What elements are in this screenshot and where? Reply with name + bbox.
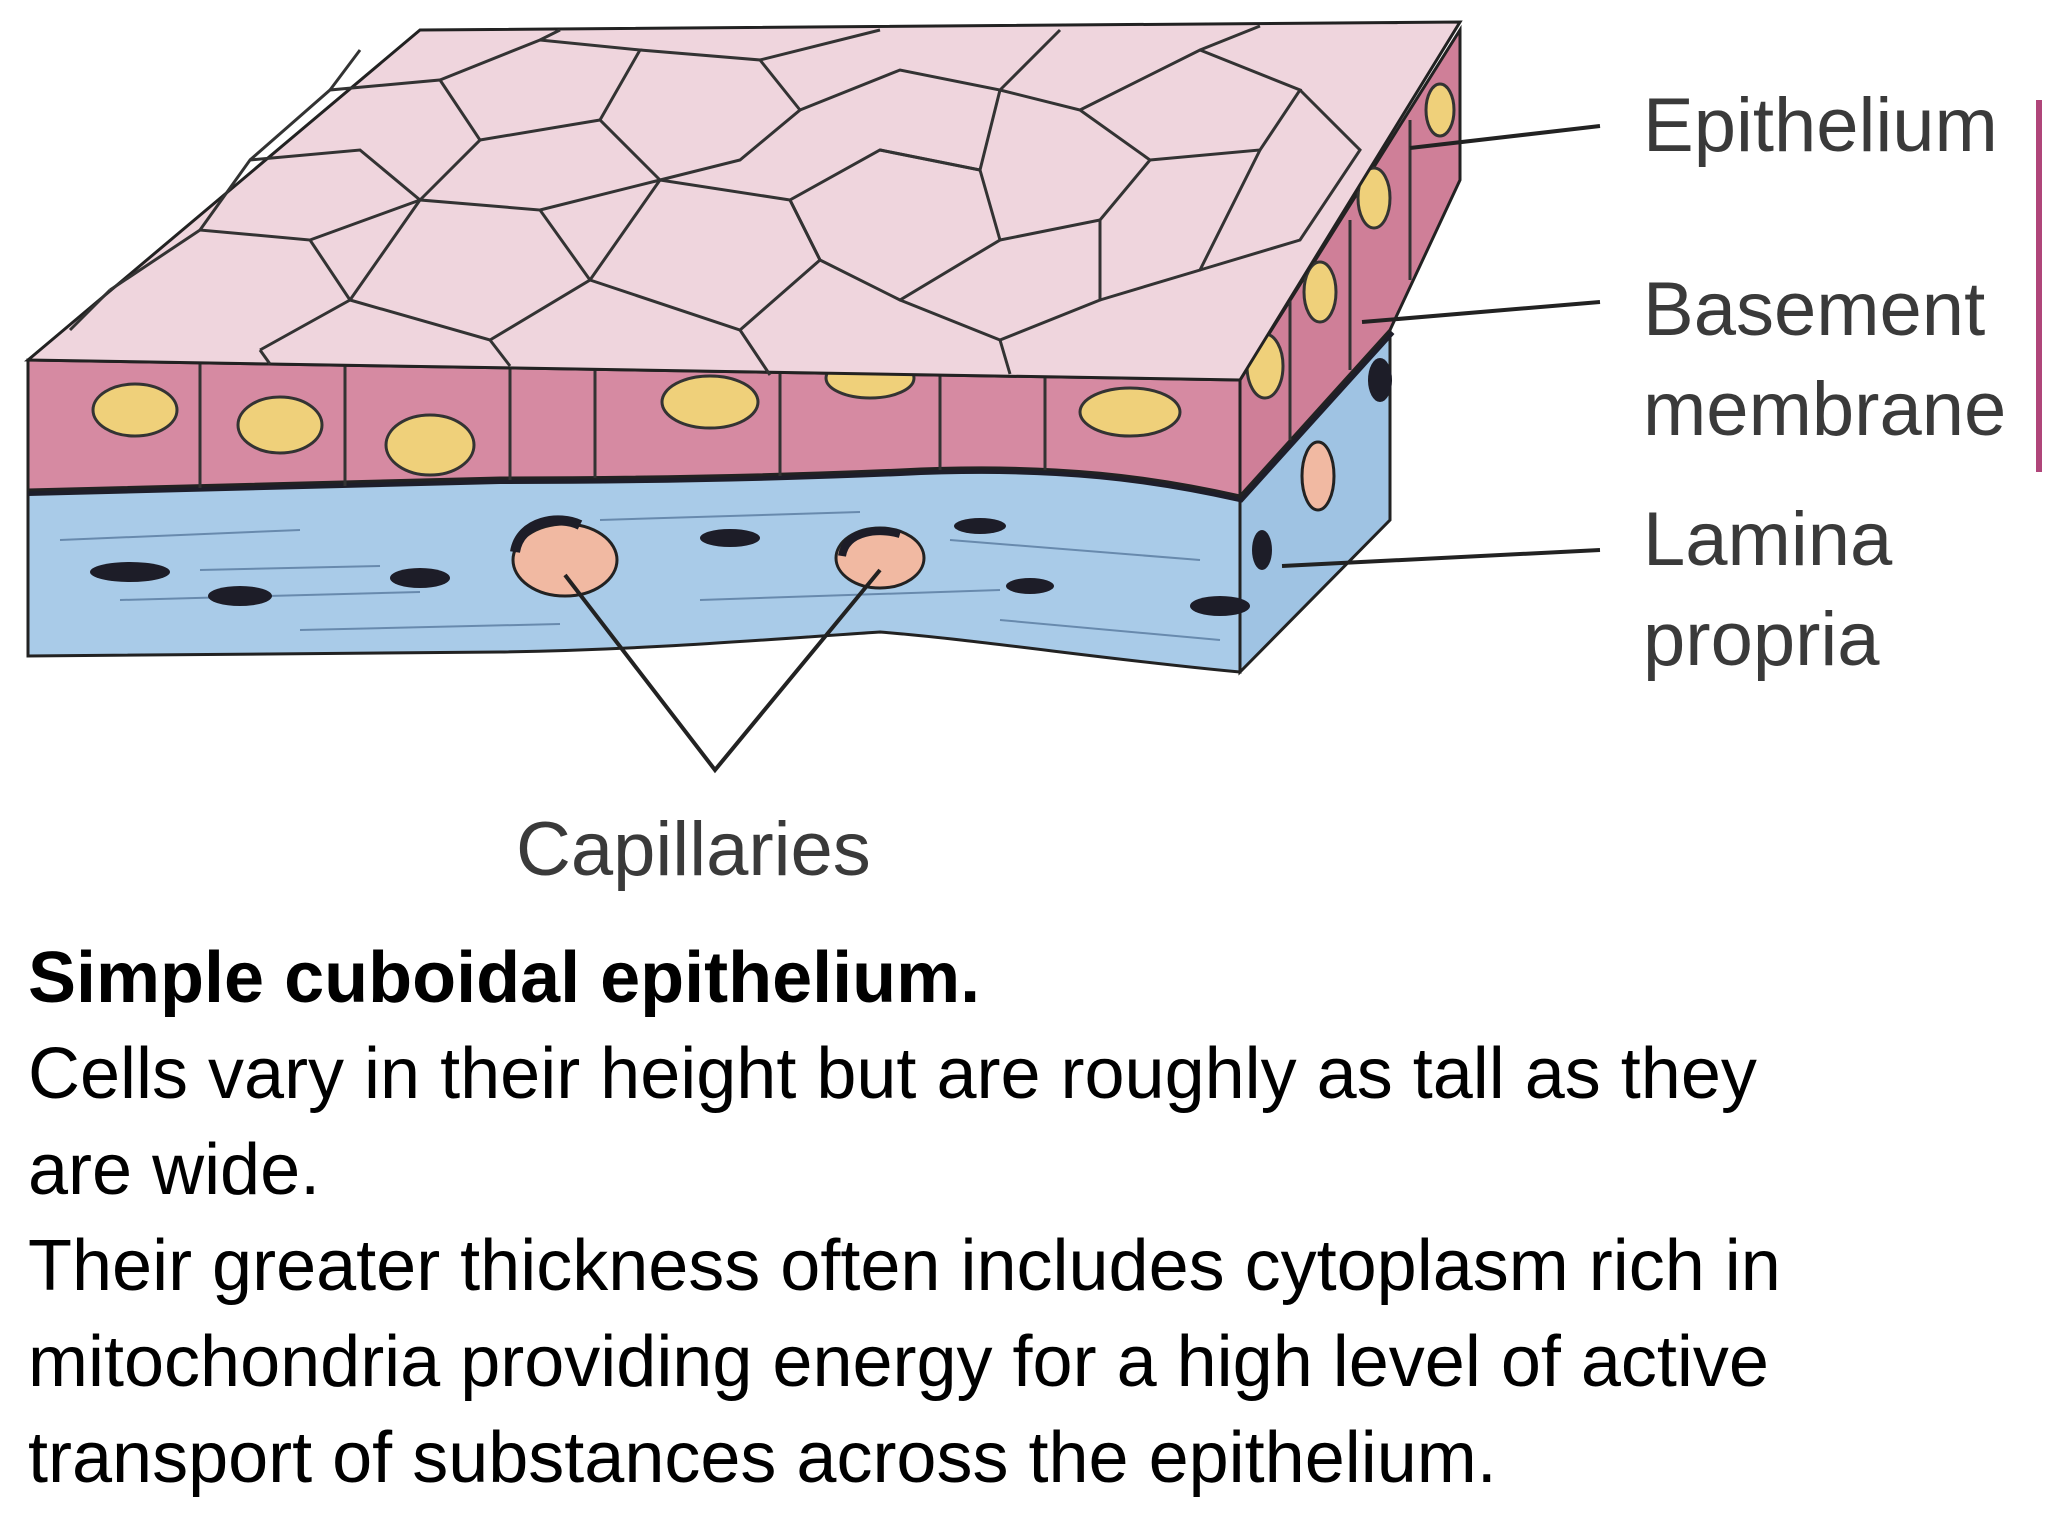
caption-line: transport of substances across the epith…: [28, 1418, 1497, 1498]
fibroblast-nuclei: [90, 358, 1392, 616]
cell-mosaic: [68, 24, 1362, 376]
label-capillaries: Capillaries: [516, 807, 871, 892]
label-lamina-line1: Lamina: [1643, 497, 1893, 582]
basement-leader: [1361, 300, 1601, 324]
accent-bar: [2036, 100, 2042, 472]
lamina-leader: [1281, 548, 1601, 568]
epithelium-front: [26, 358, 1242, 498]
capillaries: [510, 440, 1336, 598]
leader-lines: [563, 124, 1601, 774]
caption-line: Their greater thickness often includes c…: [28, 1226, 1781, 1306]
caption-line: are wide.: [28, 1130, 321, 1210]
caption-title: Simple cuboidal epithelium.: [28, 938, 981, 1018]
label-basement-line1: Basement: [1643, 267, 1986, 352]
capillaries-leader: [563, 568, 882, 774]
label-epithelium: Epithelium: [1643, 83, 1998, 168]
label-lamina-propria: Lamina propria: [1643, 490, 1892, 690]
caption: Simple cuboidal epithelium. Cells vary i…: [28, 930, 2028, 1506]
cell-nuclei: [91, 82, 1456, 477]
epithelium-top: [23, 20, 1463, 382]
caption-line: mitochondria providing energy for a high…: [28, 1322, 1769, 1402]
caption-line: Cells vary in their height but are rough…: [28, 1034, 1757, 1114]
epithelium-leader: [1409, 124, 1601, 150]
label-basement-membrane: Basement membrane: [1643, 260, 2006, 460]
epithelium-diagram: [23, 20, 1601, 774]
label-basement-line2: membrane: [1643, 367, 2007, 452]
label-lamina-line2: propria: [1643, 597, 1880, 682]
